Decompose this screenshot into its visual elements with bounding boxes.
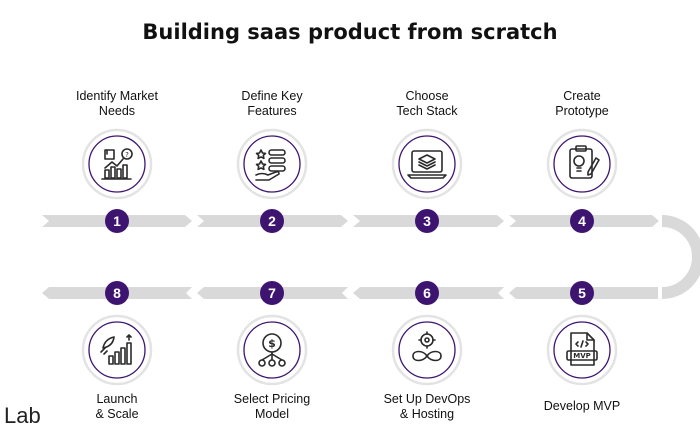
track-uturn: [661, 215, 700, 299]
devops-infinity-icon: [391, 314, 463, 386]
step-1-badge: 1: [105, 209, 129, 233]
step-4-badge: 4: [570, 209, 594, 233]
step-6-badge: 6: [415, 281, 439, 305]
step-5-label: Develop MVP: [543, 399, 621, 413]
step-6-label: Set Up DevOps & Hosting: [383, 392, 471, 421]
diagram-title: Building saas product from scratch: [142, 20, 558, 44]
prototype-icon: [546, 128, 618, 200]
step-3-label: Choose Tech Stack: [396, 89, 458, 118]
svg-text:?: ?: [125, 151, 129, 159]
step-4-label: Create Prototype: [555, 89, 609, 118]
step-7-badge: 7: [260, 281, 284, 305]
step-8-badge: 8: [105, 281, 129, 305]
svg-text:MVP: MVP: [573, 352, 591, 360]
step-2-label: Define Key Features: [241, 89, 303, 118]
market-analysis-icon: ?: [81, 128, 153, 200]
feature-list-icon: [236, 128, 308, 200]
brand-logo-fragment: Lab: [4, 403, 41, 428]
step-3-badge: 3: [415, 209, 439, 233]
step-2-badge: 2: [260, 209, 284, 233]
step-5-badge: 5: [570, 281, 594, 305]
svg-text:$: $: [268, 337, 276, 350]
launch-rocket-icon: [81, 314, 153, 386]
step-1-label: Identify Market Needs: [76, 89, 158, 118]
tech-stack-icon: [391, 128, 463, 200]
step-7-label: Select Pricing Model: [233, 392, 311, 421]
mvp-document-icon: MVP: [546, 314, 618, 386]
step-8-label: Launch & Scale: [95, 392, 139, 421]
pricing-icon: $: [236, 314, 308, 386]
